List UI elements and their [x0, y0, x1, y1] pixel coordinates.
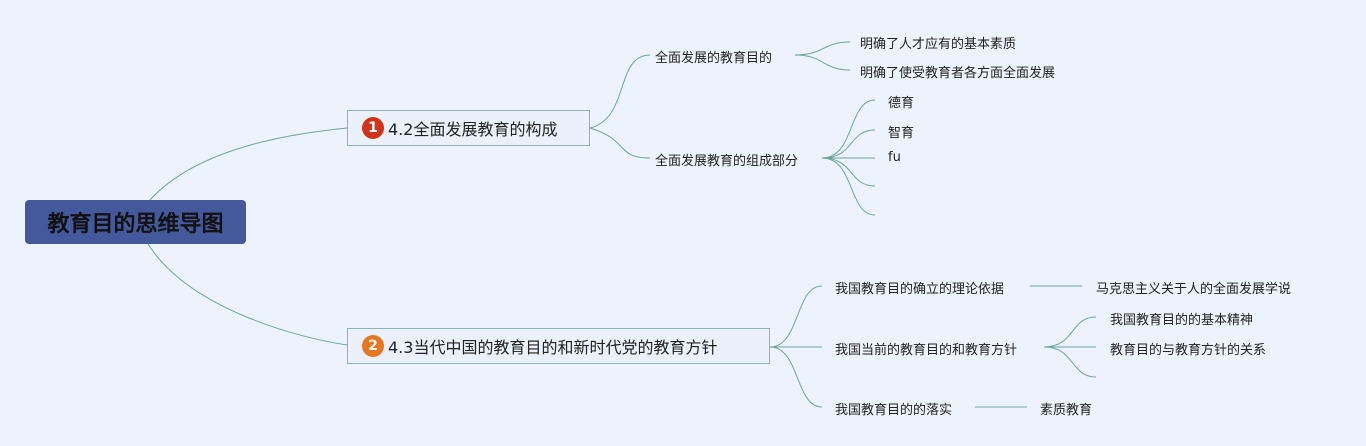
- priority-1-icon: 1: [362, 117, 384, 139]
- subtopic-node[interactable]: 全面发展教育的组成部分: [655, 154, 799, 169]
- leaf-node[interactable]: 明确了人才应有的基本素质: [860, 37, 1017, 52]
- subtopic-node[interactable]: 全面发展的教育目的: [655, 51, 773, 66]
- topic-label: 4.3当代中国的教育目的和新时代党的教育方针: [388, 338, 718, 357]
- subtopic-node[interactable]: 我国当前的教育目的和教育方针: [835, 343, 1018, 358]
- leaf-node[interactable]: 智育: [888, 126, 915, 141]
- leaf-node[interactable]: 我国教育目的的基本精神: [1110, 313, 1254, 328]
- root-label: 教育目的思维导图: [47, 212, 224, 237]
- leaf-node[interactable]: 素质教育: [1040, 403, 1093, 418]
- subtopic-node[interactable]: 我国教育目的确立的理论依据: [835, 282, 1005, 297]
- leaf-node[interactable]: 德育: [888, 96, 915, 111]
- leaf-node[interactable]: 教育目的与教育方针的关系: [1110, 343, 1267, 358]
- priority-2-icon: 2: [362, 335, 384, 357]
- subtopic-node[interactable]: 我国教育目的的落实: [835, 403, 953, 418]
- root-node[interactable]: 教育目的思维导图: [25, 200, 246, 244]
- topic-node-4-3[interactable]: 2 4.3当代中国的教育目的和新时代党的教育方针: [347, 328, 770, 364]
- topic-node-4-2[interactable]: 1 4.2全面发展教育的构成: [347, 110, 590, 146]
- topic-label: 4.2全面发展教育的构成: [388, 120, 558, 139]
- leaf-node[interactable]: fu: [888, 150, 901, 165]
- leaf-node[interactable]: 马克思主义关于人的全面发展学说: [1096, 282, 1292, 297]
- leaf-node[interactable]: 明确了使受教育者各方面全面发展: [860, 66, 1056, 81]
